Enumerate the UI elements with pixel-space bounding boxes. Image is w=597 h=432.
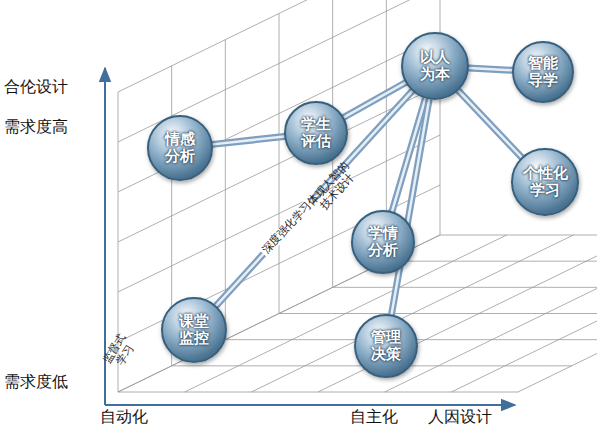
node-label: 管理决策 <box>371 329 402 364</box>
tube-connector <box>392 99 430 314</box>
tube-highlight <box>458 91 521 158</box>
sphere-node: 情感分析 <box>147 115 213 181</box>
axis-label: 人因设计 <box>428 407 492 428</box>
connector-group <box>458 91 521 158</box>
horizontal-axis <box>105 404 515 406</box>
connector-group <box>392 99 430 314</box>
axis-label: 需求度高 <box>4 117 68 138</box>
tube-highlight <box>213 137 284 145</box>
grid-line <box>118 0 440 92</box>
axis-label: 自动化 <box>100 407 148 428</box>
grid-line <box>386 261 597 262</box>
tube-connector <box>458 91 521 158</box>
node-label: 情感分析 <box>165 131 196 166</box>
node-label: 学情分析 <box>368 225 399 260</box>
axis-label: 需求度低 <box>4 372 68 393</box>
sphere-node: 管理决策 <box>354 314 418 378</box>
grid-line <box>440 235 597 236</box>
node-label: 以人为本 <box>420 49 451 84</box>
sphere-node: 课堂监控 <box>161 297 227 363</box>
connector-group <box>469 68 512 70</box>
tube-connector <box>469 68 512 70</box>
grid-line <box>451 235 597 392</box>
sphere-node: 个性化学习 <box>511 148 579 216</box>
sphere-node: 学情分析 <box>351 210 415 274</box>
sphere-node: 智能导学 <box>512 41 574 103</box>
tube-connector <box>213 137 284 145</box>
axis-label: 合伦设计 <box>4 77 68 98</box>
node-label: 个性化学习 <box>522 165 568 200</box>
axis-label: 自主化 <box>350 407 398 428</box>
grid-line <box>279 313 597 314</box>
grid-line <box>385 235 597 392</box>
sphere-node: 学生评估 <box>284 101 348 165</box>
connector-group <box>213 137 284 145</box>
line-annotation: 监督式学习 <box>100 330 140 373</box>
node-label: 智能导学 <box>528 55 559 90</box>
edge-label: 深度强化学习 <box>259 198 315 258</box>
grid-line <box>333 287 597 288</box>
node-label: 学生评估 <box>301 116 332 151</box>
tube-highlight <box>392 99 430 314</box>
node-label: 课堂监控 <box>179 313 210 348</box>
tube-highlight <box>469 68 512 70</box>
grid-line <box>518 235 597 392</box>
sphere-node: 以人为本 <box>401 32 469 100</box>
